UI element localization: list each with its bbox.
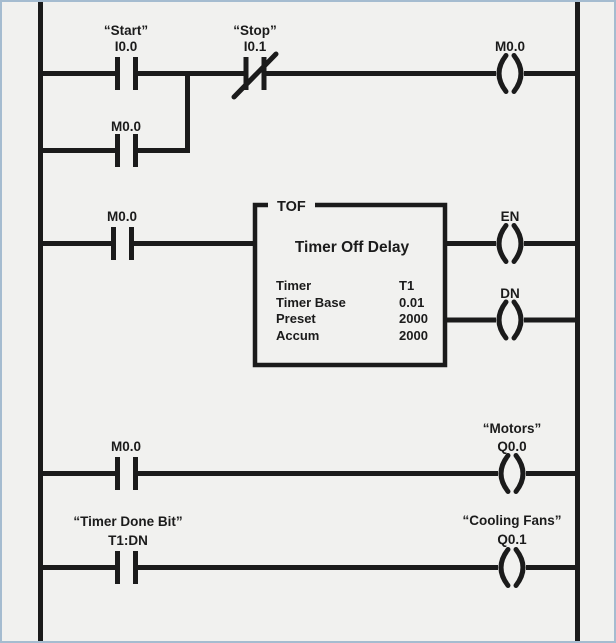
tof-param-value: 2000 bbox=[399, 327, 428, 343]
rung3-contact-address: M0.0 bbox=[110, 439, 142, 454]
cooling-fans-coil-label: “Cooling Fans” bbox=[462, 513, 562, 528]
tof-param-name: Timer bbox=[276, 278, 312, 293]
tof-block-title: Timer Off Delay bbox=[294, 239, 410, 256]
contact-timer-done[interactable] bbox=[115, 551, 138, 584]
tof-param-name: Timer Base bbox=[276, 294, 346, 310]
contact-start-no[interactable] bbox=[115, 57, 138, 90]
contact-m0-0-rung3[interactable] bbox=[115, 457, 138, 490]
contact-stop-nc[interactable] bbox=[231, 51, 279, 100]
rung-1 bbox=[43, 51, 577, 167]
rung1-coil-address: M0.0 bbox=[494, 39, 526, 54]
en-coil-label: EN bbox=[500, 209, 520, 224]
rung2-contact-address: M0.0 bbox=[106, 209, 138, 224]
tof-param-name: Preset bbox=[276, 311, 316, 326]
rung-2 bbox=[43, 202, 577, 368]
rung-1-branch-wire bbox=[43, 71, 190, 153]
tof-param-value: 2000 bbox=[399, 311, 428, 326]
rung-4 bbox=[43, 547, 577, 588]
tof-param-name: Accum bbox=[276, 327, 320, 343]
coil-m0-0[interactable] bbox=[496, 53, 524, 94]
contact-seal-in-no[interactable] bbox=[115, 134, 138, 167]
coil-cooling-fans[interactable] bbox=[498, 547, 526, 588]
motors-coil-address: Q0.0 bbox=[497, 439, 527, 454]
timer-done-contact-label: “Timer Done Bit” bbox=[73, 514, 183, 529]
tof-param-row: Timer Base 0.01 bbox=[276, 295, 434, 312]
timer-done-contact-address: T1:DN bbox=[108, 533, 148, 548]
coil-dn[interactable] bbox=[496, 299, 524, 341]
dn-coil-label: DN bbox=[500, 286, 520, 301]
seal-in-address: M0.0 bbox=[110, 119, 142, 134]
start-contact-label: “Start” bbox=[103, 23, 149, 38]
motors-coil-label: “Motors” bbox=[482, 421, 542, 436]
tof-parameter-list: Timer T1 Timer Base 0.01 Preset 2000 Acc… bbox=[276, 278, 434, 344]
tof-timer-block[interactable] bbox=[252, 202, 448, 368]
contact-m0-0-rung2[interactable] bbox=[111, 227, 134, 260]
cooling-fans-coil-address: Q0.1 bbox=[497, 532, 527, 547]
tof-param-value: 0.01 bbox=[399, 294, 425, 310]
tof-instruction-tag: TOF bbox=[268, 198, 315, 216]
contact-stop-nc-slash bbox=[231, 51, 279, 100]
tof-param-row: Accum 2000 bbox=[276, 328, 434, 345]
stop-contact-label: “Stop” bbox=[233, 23, 277, 38]
tof-param-row: Preset 2000 bbox=[276, 311, 434, 328]
rung-2-wire bbox=[43, 241, 577, 323]
tof-param-value: T1 bbox=[399, 278, 415, 293]
coil-motors[interactable] bbox=[498, 453, 526, 494]
start-contact-address: I0.0 bbox=[114, 39, 138, 54]
tof-param-row: Timer T1 bbox=[276, 278, 434, 295]
stop-contact-address: I0.1 bbox=[243, 39, 267, 54]
rung-3 bbox=[43, 453, 577, 494]
coil-en[interactable] bbox=[496, 223, 524, 264]
